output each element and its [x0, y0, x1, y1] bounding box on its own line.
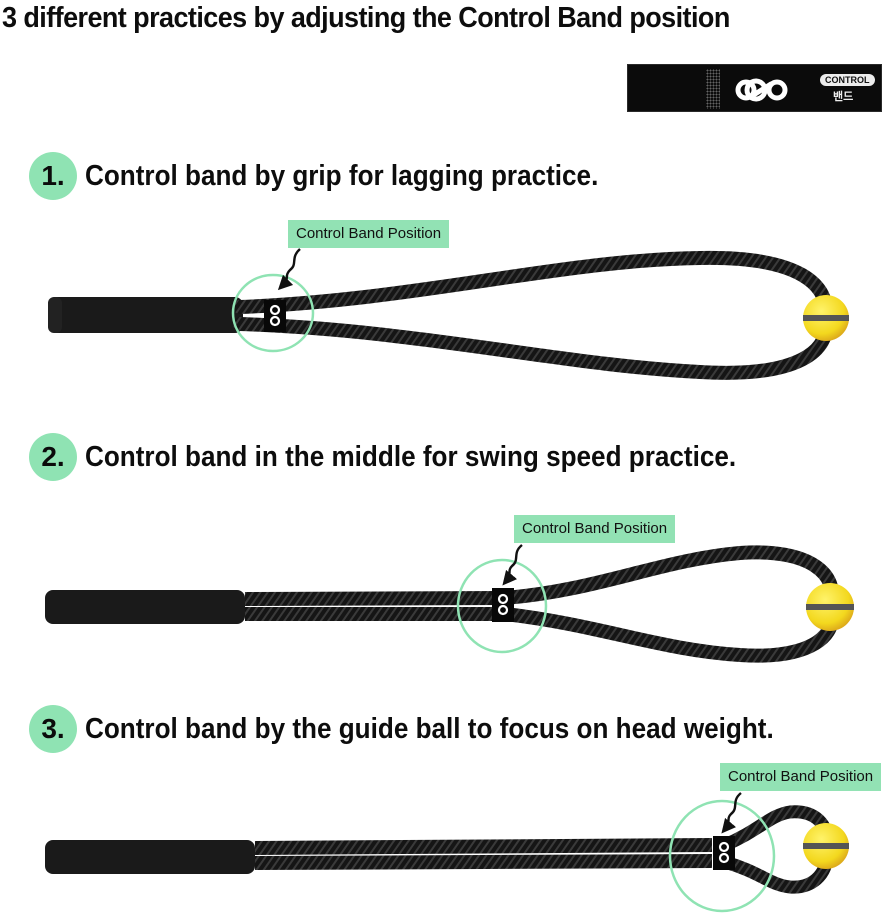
step-3-description: Control band by the guide ball to focus …	[85, 712, 774, 745]
step-3-number-badge: 3.	[29, 705, 77, 753]
page-title: 3 different practices by adjusting the C…	[2, 2, 730, 34]
step-1-description: Control band by grip for lagging practic…	[85, 159, 599, 192]
step-3-heading: 3. Control band by the guide ball to foc…	[29, 705, 850, 753]
step-2-trainer-illustration	[45, 544, 854, 663]
step-2-number-badge: 2.	[29, 433, 77, 481]
step-3-trainer-illustration	[45, 792, 849, 913]
step-3-callout-label: Control Band Position	[720, 763, 882, 791]
control-band-product-image: CONTROL 밴드	[627, 64, 882, 112]
step-1-number-badge: 1.	[29, 152, 77, 200]
band-highlight-ring	[231, 273, 315, 353]
band-label-korean: 밴드	[833, 91, 854, 103]
step-1-trainer-illustration	[48, 248, 849, 380]
step-1-callout-label: Control Band Position	[288, 220, 450, 248]
step-2-heading: 2. Control band in the middle for swing …	[29, 433, 808, 481]
step-1-heading: 1. Control band by grip for lagging prac…	[29, 152, 655, 200]
control-label: CONTROL	[820, 74, 875, 86]
step-2-description: Control band in the middle for swing spe…	[85, 440, 737, 473]
grip-handle	[48, 297, 243, 333]
infinity-logo-icon	[735, 78, 788, 102]
step-2-callout-label: Control Band Position	[514, 515, 676, 543]
dot-pattern	[706, 69, 720, 109]
